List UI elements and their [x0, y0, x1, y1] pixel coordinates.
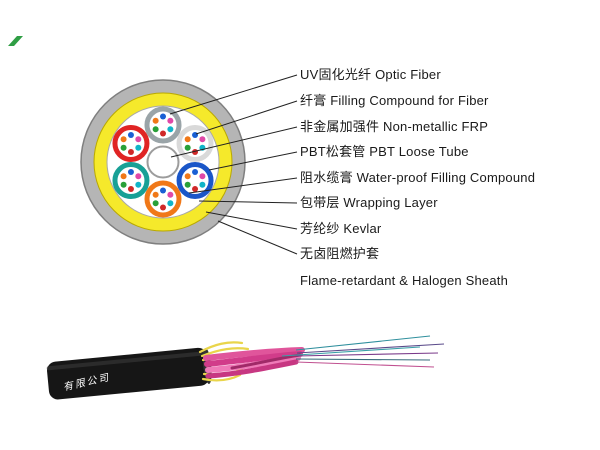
- leader-line-sheath: [217, 220, 298, 255]
- fiber-dot: [192, 132, 199, 138]
- fiber-dot: [152, 200, 159, 207]
- loose-tube-upper-right: [176, 125, 214, 162]
- fiber-dot: [135, 144, 142, 151]
- bare-fibers: [281, 335, 445, 368]
- fiber-dot: [184, 181, 191, 188]
- fiber-dot: [135, 173, 142, 180]
- loose-tubes: [112, 106, 214, 218]
- leader-line-kevlar: [205, 211, 298, 230]
- leader-line-waterproof-filling: [188, 177, 298, 194]
- leader-line-frp: [170, 126, 298, 158]
- fiber-dot: [135, 136, 142, 143]
- fiber-dot: [120, 144, 127, 151]
- loose-tube-top: [144, 106, 182, 144]
- fiber-dot: [152, 191, 159, 198]
- fiber-dot: [120, 181, 127, 188]
- fiber-dot: [152, 117, 159, 124]
- loose-tube-right: [176, 162, 214, 199]
- fiber-dot: [199, 173, 206, 180]
- tube-bundle: [203, 347, 305, 379]
- leader-line-optic-fiber: [169, 74, 298, 115]
- fiber-dot: [192, 169, 199, 175]
- fiber-dot: [127, 132, 134, 138]
- leader-line-wrapping-layer: [198, 200, 298, 204]
- cable-photo: 有限公司: [46, 335, 445, 400]
- leader-line-loose-tube: [208, 151, 298, 171]
- cable-jacket: [47, 347, 210, 400]
- frp-center: [146, 145, 180, 179]
- fiber-dot: [152, 126, 159, 133]
- jacket-highlight: [46, 351, 208, 371]
- fiber-dot: [135, 181, 142, 188]
- fiber-dot: [199, 181, 206, 188]
- fiber-dot: [167, 117, 174, 124]
- fiber-dot: [160, 113, 166, 120]
- loose-tube-upper-left: [112, 125, 150, 162]
- fiber-dot: [167, 200, 174, 207]
- leader-line-filling-compound-fiber: [195, 100, 298, 135]
- leader-lines: [169, 74, 298, 255]
- fiber-dot: [160, 204, 166, 211]
- fiber-dot: [184, 144, 191, 151]
- fiber-dot: [120, 173, 127, 180]
- fiber-dot: [184, 136, 191, 143]
- fiber-dot: [167, 191, 174, 198]
- fiber-dot: [120, 136, 127, 143]
- fiber-dot: [184, 173, 191, 180]
- fiber-dot: [199, 136, 206, 143]
- loose-tube-bottom: [144, 180, 182, 218]
- cable-cross-section-diagram: [80, 79, 246, 245]
- fiber-dot: [160, 187, 166, 194]
- fiber-dot: [127, 186, 134, 192]
- fiber-dot: [127, 169, 134, 175]
- fiber-dot: [192, 186, 199, 192]
- loose-tube-lower-left: [112, 162, 150, 199]
- fiber-dot: [127, 149, 134, 155]
- fiber-dot: [160, 130, 166, 137]
- fiber-dot: [167, 126, 174, 133]
- corner-decoration: [8, 36, 23, 46]
